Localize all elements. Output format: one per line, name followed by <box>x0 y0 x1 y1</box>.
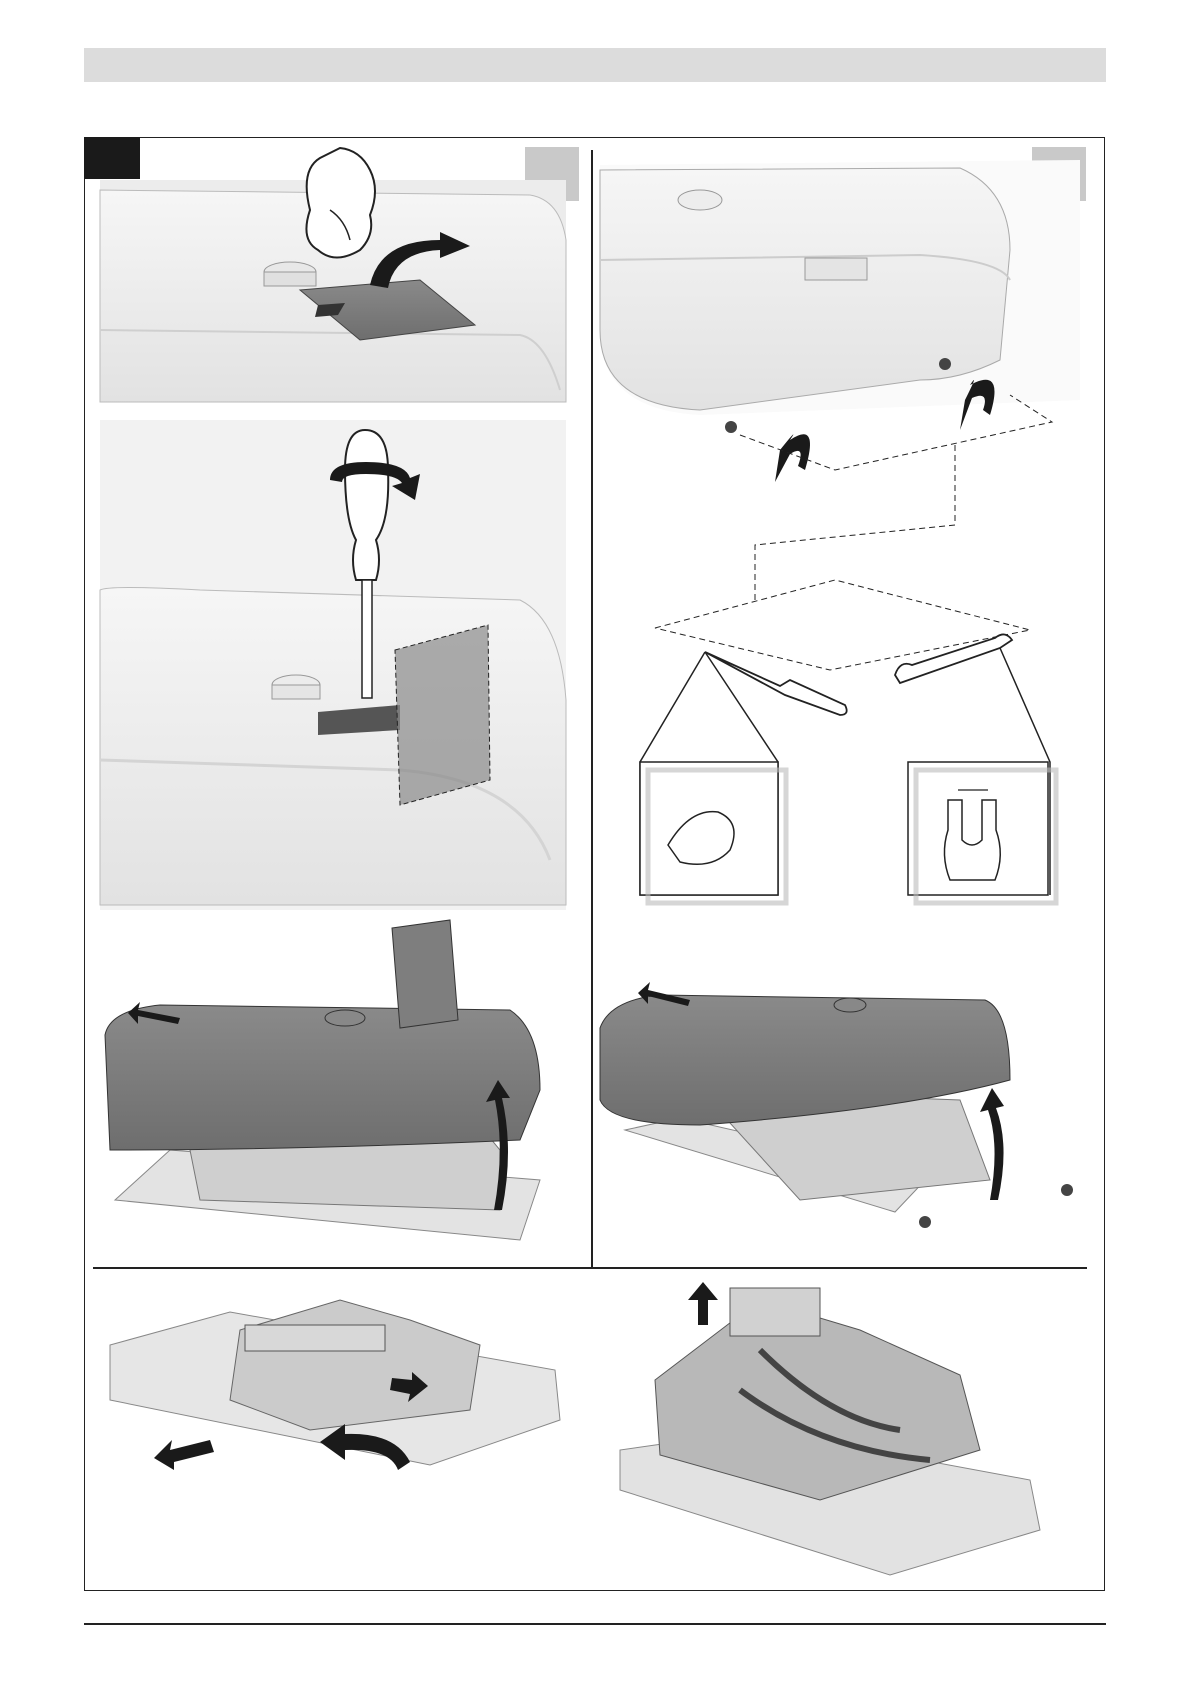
panel-unscrew-bottom-screws <box>600 160 1080 600</box>
panel-remove-electronics <box>110 1300 560 1470</box>
panel-lift-electronics-block <box>620 1282 1040 1575</box>
curved-arrow-icon <box>980 1088 1004 1200</box>
straight-arrow-icon <box>688 1282 718 1325</box>
hand-icon <box>306 148 375 258</box>
panel-remove-cover-flap <box>100 148 566 402</box>
panel-lift-cover-front-unit <box>105 920 540 1240</box>
wrench-icon <box>895 634 1012 683</box>
panel-tools-screwdriver-wrench <box>640 580 1056 903</box>
panel-lift-cover-rear-unit <box>600 982 1073 1228</box>
panel-unscrew-cover-screw <box>100 420 566 910</box>
